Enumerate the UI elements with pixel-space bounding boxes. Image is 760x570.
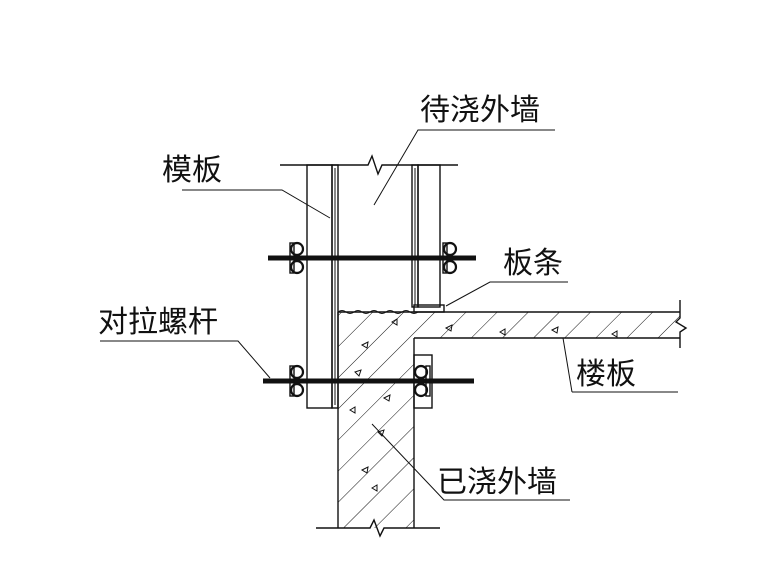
wall-top-break (280, 154, 458, 176)
wall-bottom-break (316, 518, 440, 538)
upper-tie-rod (268, 241, 476, 275)
label-formwork: 模板 (162, 153, 222, 188)
batten-strip (413, 304, 445, 313)
aggregate-marks (349, 318, 618, 492)
leader-lines (100, 129, 678, 501)
slab-break-mark (674, 300, 688, 348)
poured-concrete (316, 300, 688, 538)
label-wall-to-pour: 待浇外墙 (420, 93, 540, 128)
label-tie-rod: 对拉螺杆 (98, 305, 218, 340)
label-floor-slab: 楼板 (576, 357, 636, 392)
label-poured-wall: 已浇外墙 (437, 465, 557, 500)
formwork-boards (280, 154, 458, 409)
label-batten: 板条 (503, 246, 563, 281)
lower-tie-rod (263, 364, 474, 398)
